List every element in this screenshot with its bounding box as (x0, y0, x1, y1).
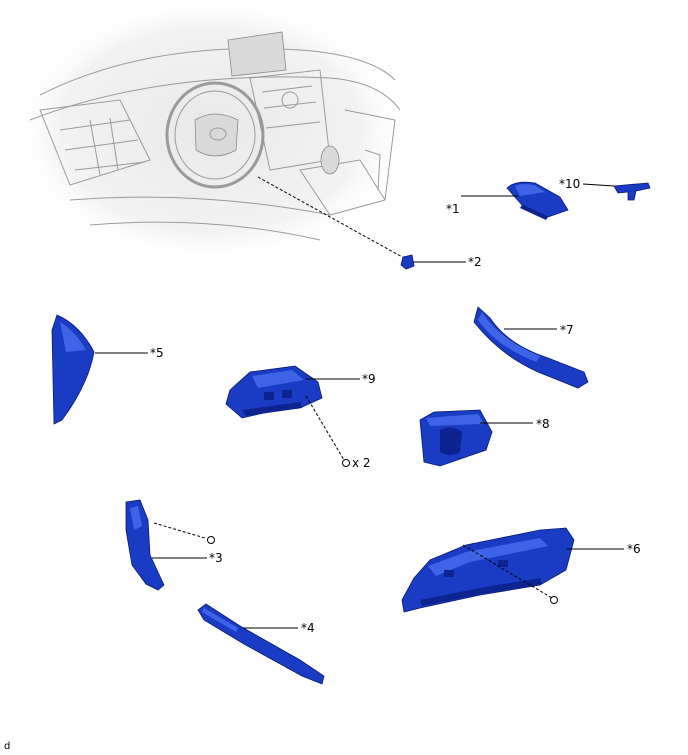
part-8 (419, 409, 493, 467)
leader-10 (582, 183, 615, 187)
callout-1: *1 (446, 202, 460, 216)
part-5 (51, 314, 95, 425)
part-6 (401, 527, 575, 613)
leader-dashed-dashboard-to-2 (257, 176, 405, 259)
part-3 (125, 499, 165, 591)
leader-dashed-9-to-bolt (305, 395, 345, 461)
clip-icon (207, 536, 215, 544)
callout-2: *2 (468, 255, 482, 269)
bolt-icon (342, 459, 350, 467)
part-1 (506, 181, 569, 220)
leader-dashed-6-to-bolt (462, 544, 553, 599)
callout-7: *7 (560, 323, 574, 337)
quantity-note: x 2 (352, 456, 371, 470)
dashboard-overview-illustration (10, 0, 410, 265)
leader-dashed-3-to-clip (153, 522, 206, 539)
callout-6: *6 (627, 542, 641, 556)
callout-9: *9 (362, 372, 376, 386)
part-9 (225, 365, 323, 419)
callout-5: *5 (150, 346, 164, 360)
part-7 (473, 306, 589, 389)
part-4 (197, 603, 325, 685)
part-2 (400, 254, 415, 270)
callout-8: *8 (536, 417, 550, 431)
callout-10: *10 (559, 177, 580, 191)
corner-mark: d (4, 741, 10, 752)
callout-3: *3 (209, 551, 223, 565)
part-10 (613, 182, 651, 201)
callout-4: *4 (301, 621, 315, 635)
bolt-icon (550, 596, 558, 604)
